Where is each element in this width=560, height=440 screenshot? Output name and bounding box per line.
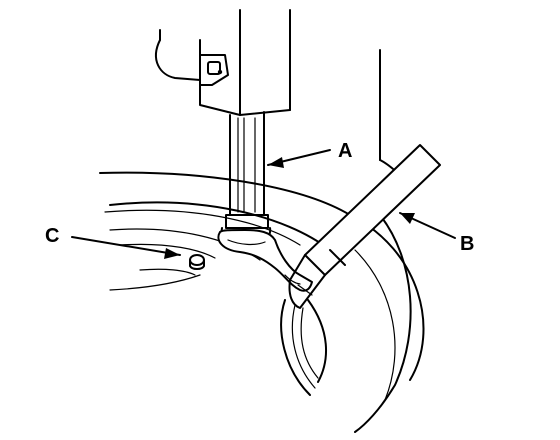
callout-a: A (267, 140, 352, 168)
mount-head-shaft (220, 111, 272, 246)
callout-c: C (45, 225, 181, 259)
tire-lever (288, 144, 441, 309)
callout-b: B (399, 212, 474, 255)
machine-column (155, 9, 406, 181)
callout-a-label: A (338, 140, 352, 162)
mount-head-tool (217, 229, 313, 292)
callout-b-label: B (460, 233, 474, 255)
tire-bead (280, 299, 327, 396)
valve-stem (189, 254, 205, 270)
callout-c-label: C (45, 225, 59, 247)
